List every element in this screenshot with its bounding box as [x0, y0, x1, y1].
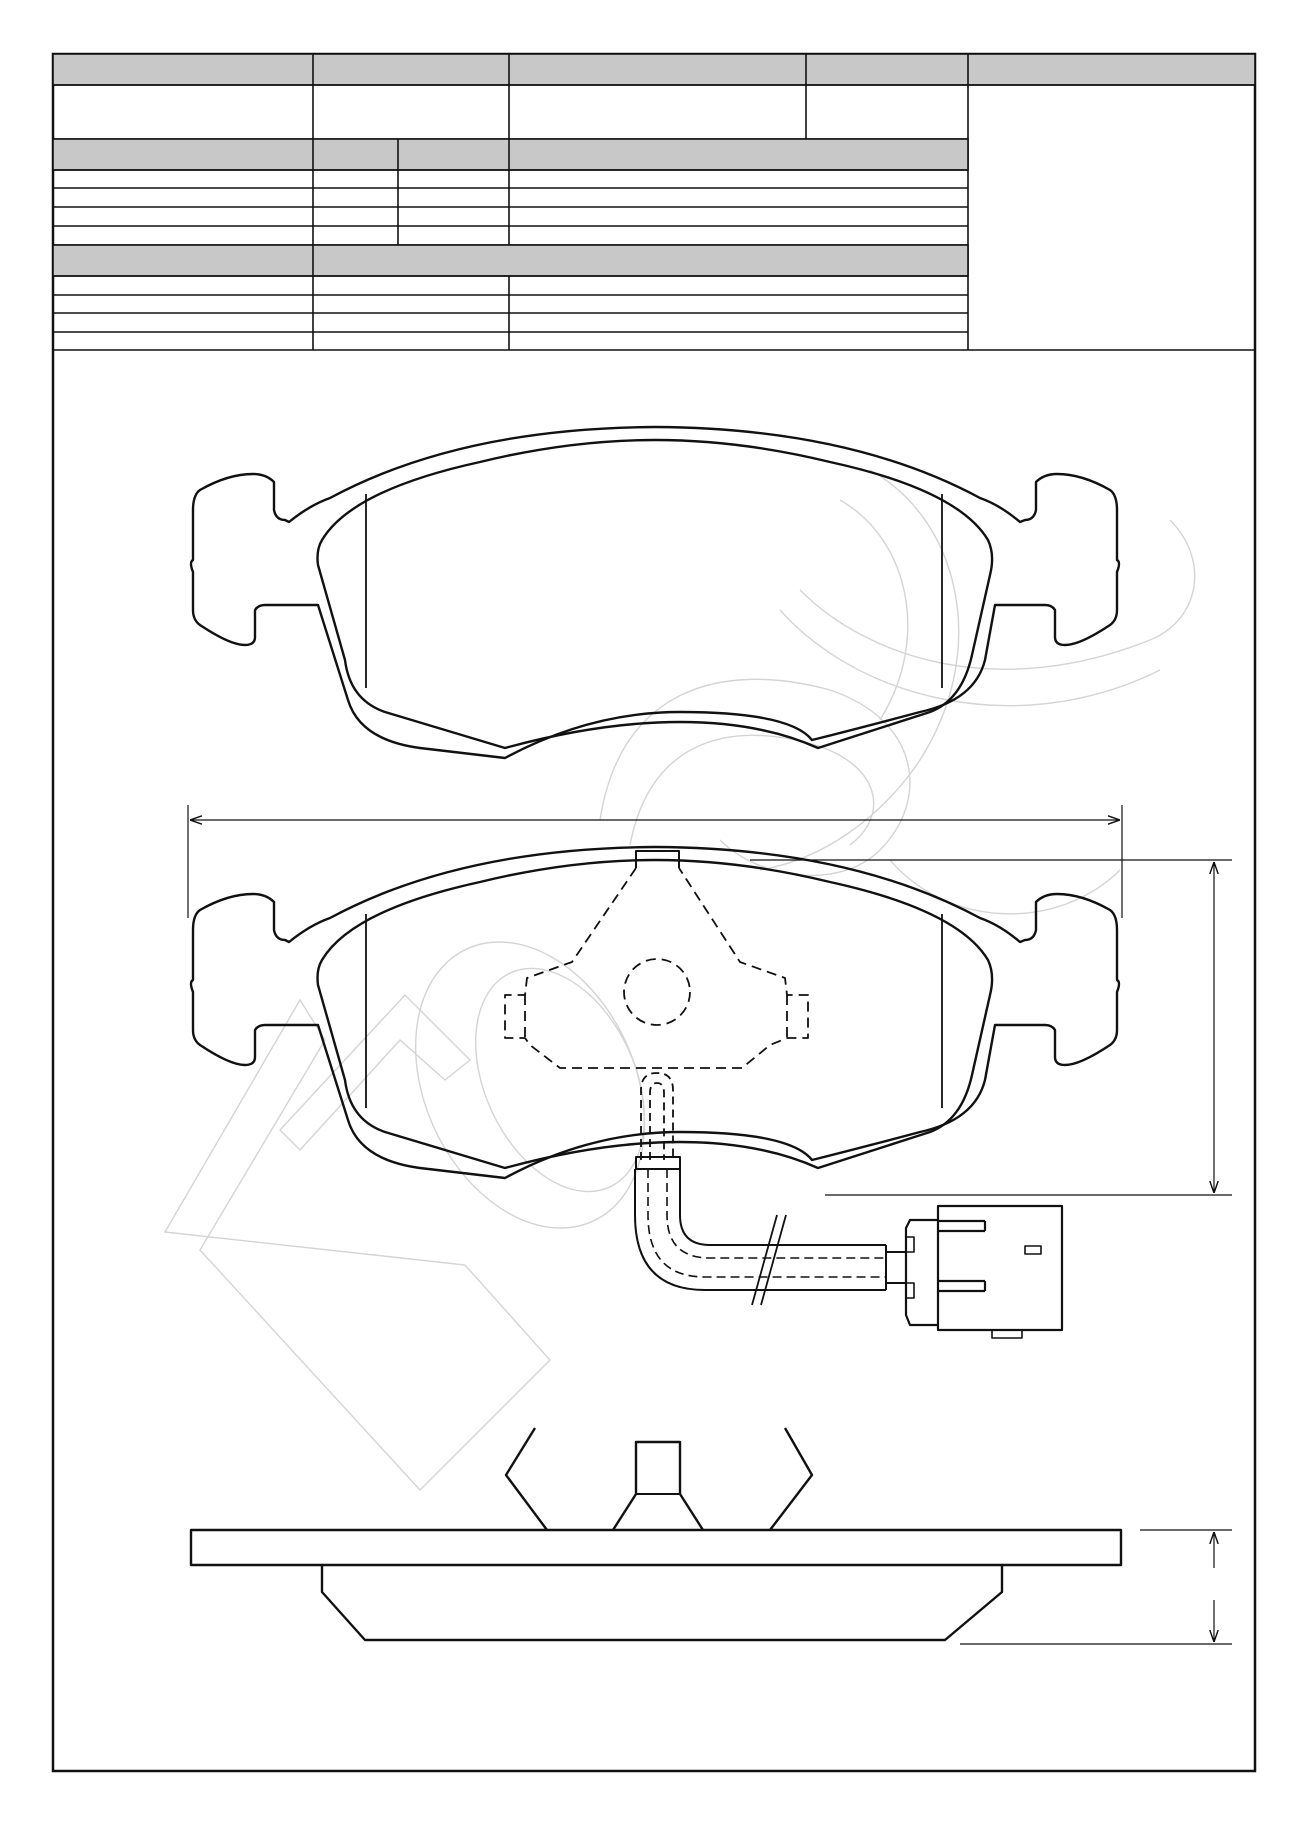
friction-pad-outline-middle [316, 858, 994, 1170]
watermark-logo [163, 469, 1196, 1492]
cable-break-mark-2 [760, 1214, 787, 1306]
friction-pad-outline-top [316, 438, 994, 750]
connector-body [936, 1204, 1064, 1332]
dimensions-backplate [187, 805, 1232, 1196]
friction-material-side [320, 1565, 1004, 1642]
spec-table-1-header [52, 138, 969, 171]
side-profile-view [189, 1427, 1123, 1642]
sheet-border [51, 52, 1257, 1773]
cable-break-mark-1 [751, 1214, 778, 1306]
header-row-1 [52, 53, 1256, 86]
dimensions-thickness [960, 1529, 1232, 1645]
spring-clip-hidden [504, 867, 809, 1069]
center-hole-hidden [623, 958, 691, 1026]
clip-arm-left [504, 1427, 548, 1531]
connector-key [1024, 1245, 1042, 1255]
top-locating-tab [635, 850, 680, 868]
backplate-outline-middle [189, 845, 1121, 1180]
backplate-view-with-wear-sensor [189, 845, 1121, 1339]
connector-foot [991, 1329, 1023, 1339]
connector-latch [904, 1218, 938, 1327]
friction-face-view [189, 425, 1121, 760]
sensor-clip [635, 1156, 681, 1170]
sensor-connector [904, 1204, 1064, 1339]
clip-arm-right [769, 1427, 814, 1531]
backplate-side [189, 1528, 1123, 1567]
clip-center-tab [611, 1440, 705, 1531]
wear-sensor-wire-hidden [640, 1072, 674, 1160]
backplate-outline-top [189, 425, 1121, 760]
title-block [52, 53, 1256, 351]
wear-sensor-cable [634, 1169, 906, 1306]
spec-table-2-header [52, 244, 969, 277]
